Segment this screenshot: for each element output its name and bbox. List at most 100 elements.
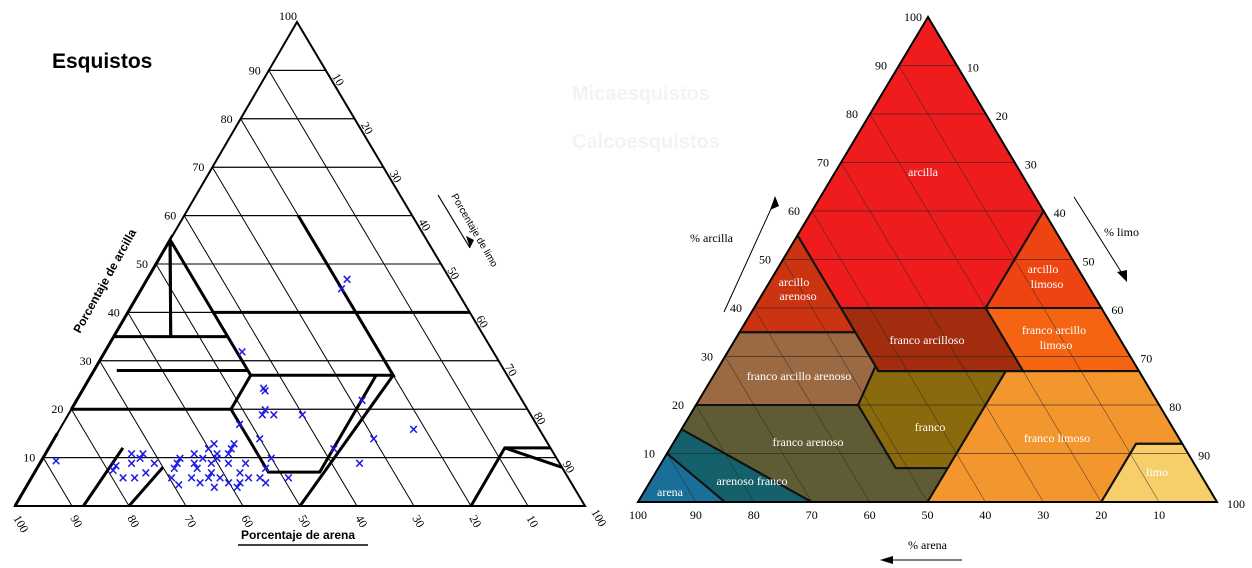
left-sample-marker: ×	[232, 481, 243, 496]
region-franco-arcillo-arenoso	[696, 332, 876, 405]
left-tick-sand: 70	[181, 513, 199, 530]
right-tick-sand: 40	[979, 508, 991, 522]
region-label-franco-limoso: franco limoso	[1024, 431, 1090, 445]
left-sample-marker: ×	[126, 447, 137, 462]
left-sample-marker: ×	[137, 447, 148, 462]
left-sample-marker: ×	[126, 456, 137, 471]
left-sample-marker: ×	[215, 471, 226, 486]
left-tick-silt: 20	[358, 119, 376, 136]
left-boundary-line	[82, 447, 125, 507]
left-tick-clay: 80	[221, 112, 233, 126]
left-sample-marker: ×	[172, 456, 183, 471]
left-sample-marker: ×	[212, 447, 223, 462]
region-label-franco-arcilloso: franco arcilloso	[890, 333, 965, 347]
left-tick-clay: 10	[23, 451, 35, 465]
left-sample-marker: ×	[223, 476, 234, 491]
right-tick-silt: 20	[996, 109, 1008, 123]
left-sample-marker: ×	[212, 452, 223, 467]
left-sample-marker: ×	[189, 447, 200, 462]
left-sample-marker: ×	[108, 464, 119, 479]
left-tick-sand: 40	[352, 513, 370, 530]
right-tick-silt: 80	[1169, 400, 1181, 414]
left-tick-sand: 20	[466, 513, 484, 530]
right-silt-arrow-head	[1117, 270, 1127, 282]
region-label-arenoso-franco: arenoso franco	[717, 474, 788, 488]
left-sample-marker: ×	[135, 452, 146, 467]
right-tick-silt: 50	[1083, 255, 1095, 269]
left-boundary-line	[168, 214, 359, 314]
left-boundary-line	[504, 446, 563, 469]
left-sample-marker: ×	[51, 454, 62, 469]
left-tick-silt: 60	[473, 313, 491, 330]
right-tick-silt: 100	[1227, 497, 1245, 511]
right-tick-clay: 30	[701, 350, 713, 364]
right-tick-sand: 20	[1095, 508, 1107, 522]
left-gridline	[268, 70, 529, 507]
left-tick-silt: 50	[444, 265, 462, 282]
left-tick-sand: 90	[67, 513, 85, 530]
right-tick-silt: 40	[1054, 206, 1066, 220]
right-axis-sand: % arena	[908, 538, 948, 552]
region-arenoso-franco	[667, 429, 812, 502]
left-sample-marker: ×	[149, 456, 160, 471]
left-sample-markers: ××××××××××××××××××××××××××××××××××××××××…	[51, 273, 419, 496]
left-sample-marker: ×	[408, 423, 419, 438]
left-sample-marker: ×	[234, 418, 245, 433]
left-boundary-line	[212, 311, 396, 377]
left-sample-marker: ×	[118, 471, 129, 486]
ghost-legend-2: Calcoesquistos	[572, 131, 720, 153]
left-sample-marker: ×	[206, 456, 217, 471]
right-tick-silt: 90	[1198, 449, 1210, 463]
right-tick-clay: 40	[730, 301, 742, 315]
left-sample-marker: ×	[342, 273, 353, 288]
right-tick-silt: 10	[967, 61, 979, 75]
left-sample-marker: ×	[243, 471, 254, 486]
left-title: Esquistos	[52, 50, 152, 73]
left-gridline	[42, 457, 73, 507]
left-sample-marker: ×	[169, 461, 180, 476]
right-tick-clay: 90	[875, 59, 887, 73]
region-franco-arcilloso	[840, 308, 1024, 372]
left-boundary-line	[127, 466, 165, 507]
right-tick-silt: 30	[1025, 158, 1037, 172]
left-sample-marker: ×	[234, 466, 245, 481]
right-triangle-outline	[636, 15, 1219, 503]
left-sample-marker: ×	[235, 476, 246, 491]
left-sample-marker: ×	[189, 456, 200, 471]
right-tick-clay: 20	[672, 398, 684, 412]
region-label-limo: limo	[1146, 465, 1168, 479]
ghost-legend-1: Micaesquistos	[572, 83, 710, 105]
left-sample-marker: ×	[260, 476, 271, 491]
left-tick-silt: 40	[416, 216, 434, 233]
right-clay-arrow-head	[770, 196, 779, 210]
right-region-labels: arcillaarcilloarenosoarcillolimosofranco…	[657, 165, 1168, 499]
right-axis-silt: % limo	[1104, 225, 1139, 239]
left-ternary-diagram: 1001020304050607080901020304050607080901…	[10, 9, 610, 546]
right-grid	[666, 65, 1189, 503]
region-label-arcilla: arcilla	[908, 165, 939, 179]
left-silt-arrow-line	[437, 194, 471, 249]
left-sample-marker: ×	[357, 394, 368, 409]
left-tick-silt: 80	[531, 410, 549, 427]
region-label-arcillo-limoso: limoso	[1031, 277, 1064, 291]
right-tick-sand: 60	[864, 508, 876, 522]
left-sample-marker: ×	[209, 437, 220, 452]
left-sample-marker: ×	[260, 403, 271, 418]
right-tick-clay: 80	[846, 107, 858, 121]
left-tick-silt: 10	[329, 71, 347, 88]
left-sample-marker: ×	[260, 384, 271, 399]
right-tick-sand: 50	[922, 508, 934, 522]
right-clay-arrow-line	[723, 199, 776, 313]
left-sample-marker: ×	[260, 461, 271, 476]
left-axis-clay: Porcentaje de arcilla	[70, 226, 139, 335]
left-sample-marker: ×	[209, 481, 220, 496]
right-tick-sand: 10	[1153, 508, 1165, 522]
right-tick-sand: 90	[690, 508, 702, 522]
left-tick-silt: 30	[387, 168, 405, 185]
left-sample-marker: ×	[266, 452, 277, 467]
left-boundary-line	[71, 374, 378, 474]
left-sample-marker: ×	[195, 476, 206, 491]
left-tick-clay: 70	[192, 160, 204, 174]
left-tick-sand: 30	[409, 513, 427, 530]
right-tick-sand: 30	[1037, 508, 1049, 522]
